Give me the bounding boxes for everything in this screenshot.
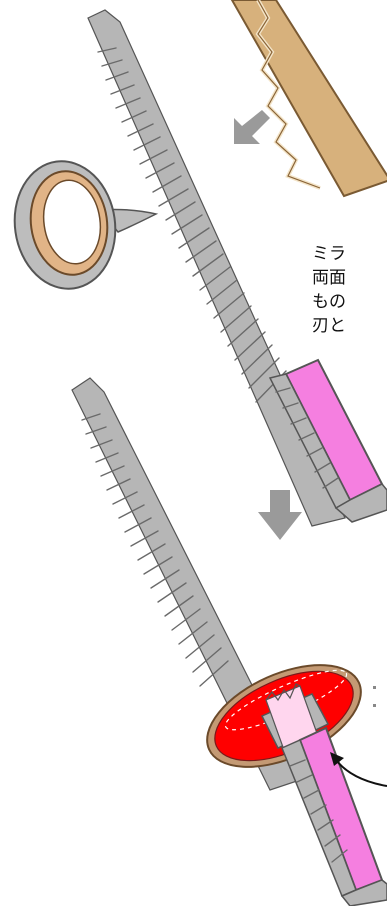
caption-line-4: 刃と bbox=[312, 316, 346, 336]
dot-mark bbox=[373, 704, 376, 707]
caption-line-1: ミラ bbox=[312, 244, 346, 264]
dot-mark bbox=[373, 686, 376, 689]
curved-arrow-icon bbox=[330, 752, 387, 787]
caption-line-3: もの bbox=[312, 292, 346, 312]
sword-assembled bbox=[71, 377, 387, 906]
arrow-down-left-icon bbox=[234, 110, 270, 144]
cardboard-strip-icon bbox=[230, 0, 387, 198]
blade-bands-2 bbox=[81, 413, 229, 687]
blade-bands-1 bbox=[97, 47, 287, 403]
caption-line-2: 両面 bbox=[312, 268, 346, 288]
sword-before-handle bbox=[87, 9, 387, 527]
tape-roll-icon bbox=[13, 160, 159, 290]
arrow-down-icon bbox=[258, 490, 302, 540]
